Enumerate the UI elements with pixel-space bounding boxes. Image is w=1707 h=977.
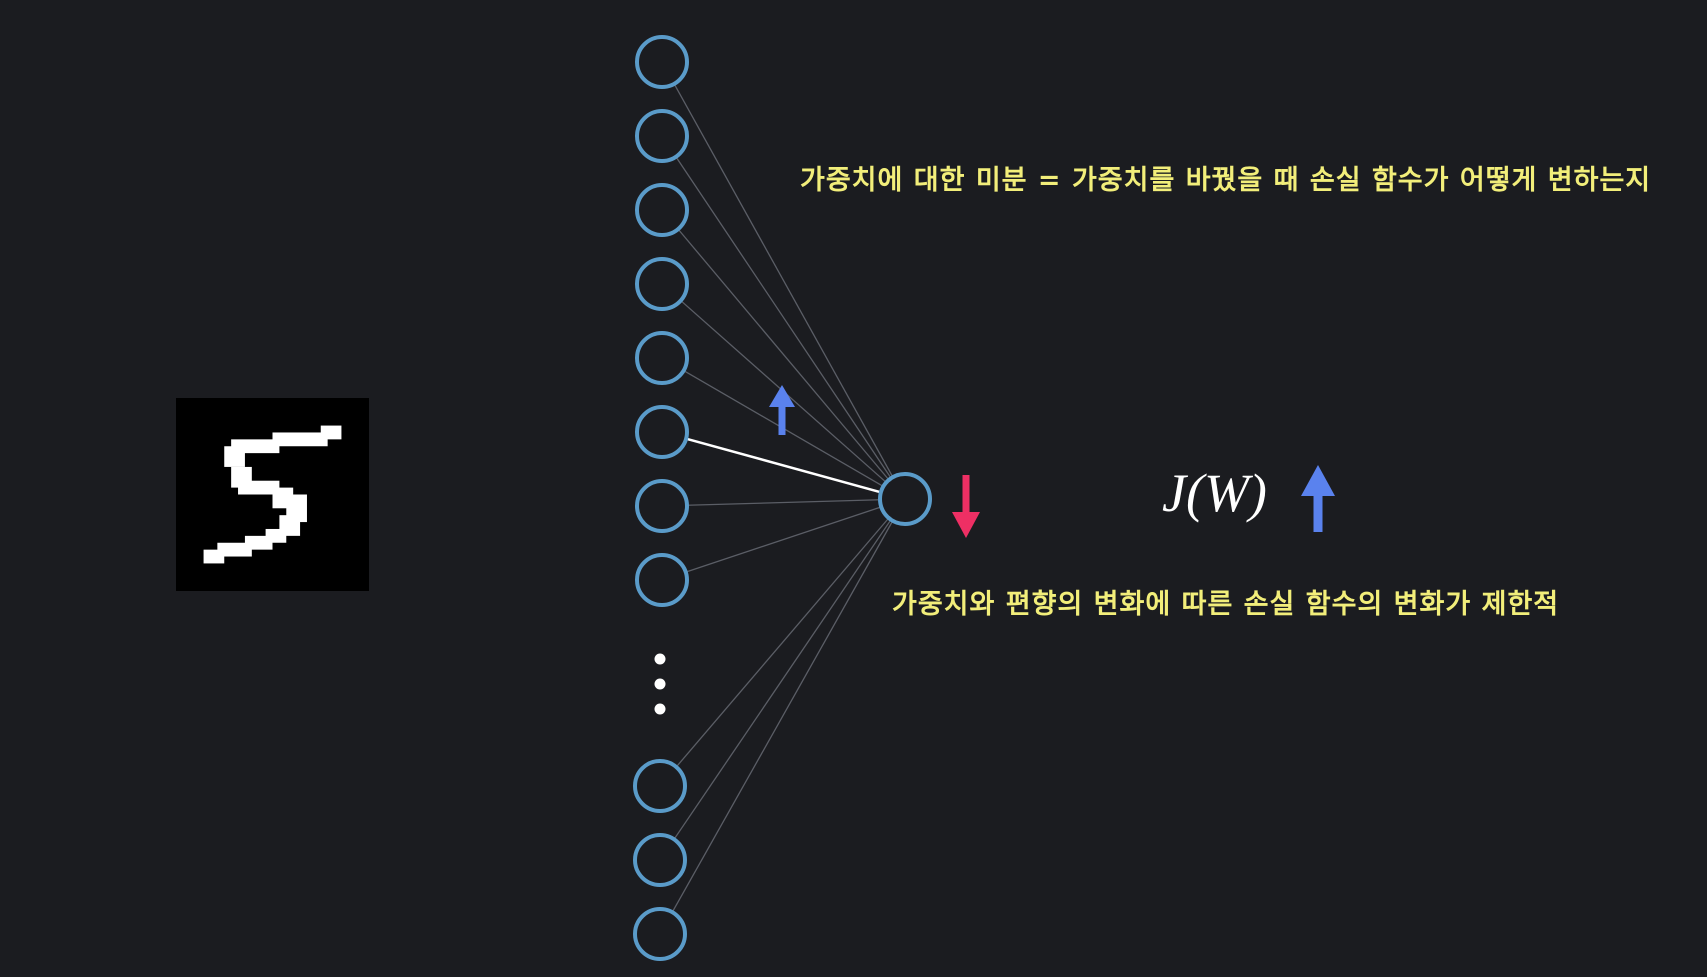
weight-edge (673, 83, 894, 478)
input-neuron (635, 257, 689, 311)
weight-edge (673, 519, 892, 840)
input-neuron (633, 759, 687, 813)
input-neuron (635, 479, 689, 533)
input-neuron (635, 553, 689, 607)
mnist-digit-image (176, 398, 369, 591)
derivative-explanation-caption: 가중치에 대한 미분 = 가중치를 바꿨을 때 손실 함수가 어떻게 변하는지 (800, 165, 1652, 196)
input-neuron (635, 331, 689, 385)
limited-change-caption: 가중치와 편향의 변화에 따른 손실 함수의 변화가 제한적 (892, 589, 1560, 620)
highlighted-weight-edge (685, 437, 882, 494)
digit-five-drawing (203, 425, 342, 564)
loss-up-arrow-icon (1301, 465, 1335, 532)
input-neuron (633, 907, 687, 961)
input-node-layer (633, 35, 689, 961)
connection-edges (671, 83, 894, 913)
weight-edge (685, 506, 882, 573)
node-ellipsis (654, 653, 666, 715)
output-down-arrow-icon (952, 475, 980, 538)
weight-edge (686, 499, 881, 506)
input-neuron (633, 833, 687, 887)
input-neuron (635, 183, 689, 237)
ellipsis-dot (654, 653, 666, 665)
weight-edge (671, 520, 894, 913)
output-neuron (878, 472, 932, 526)
weight-edge (677, 228, 890, 481)
input-neuron (635, 405, 689, 459)
weight-edge (675, 156, 892, 479)
ellipsis-dot (654, 703, 666, 715)
weight-edge (675, 517, 890, 768)
input-neuron (635, 35, 689, 89)
loss-function-label: J(W) (1162, 463, 1267, 523)
weight-up-arrow-icon (769, 385, 795, 435)
input-neuron (635, 109, 689, 163)
ellipsis-dot (654, 678, 666, 690)
